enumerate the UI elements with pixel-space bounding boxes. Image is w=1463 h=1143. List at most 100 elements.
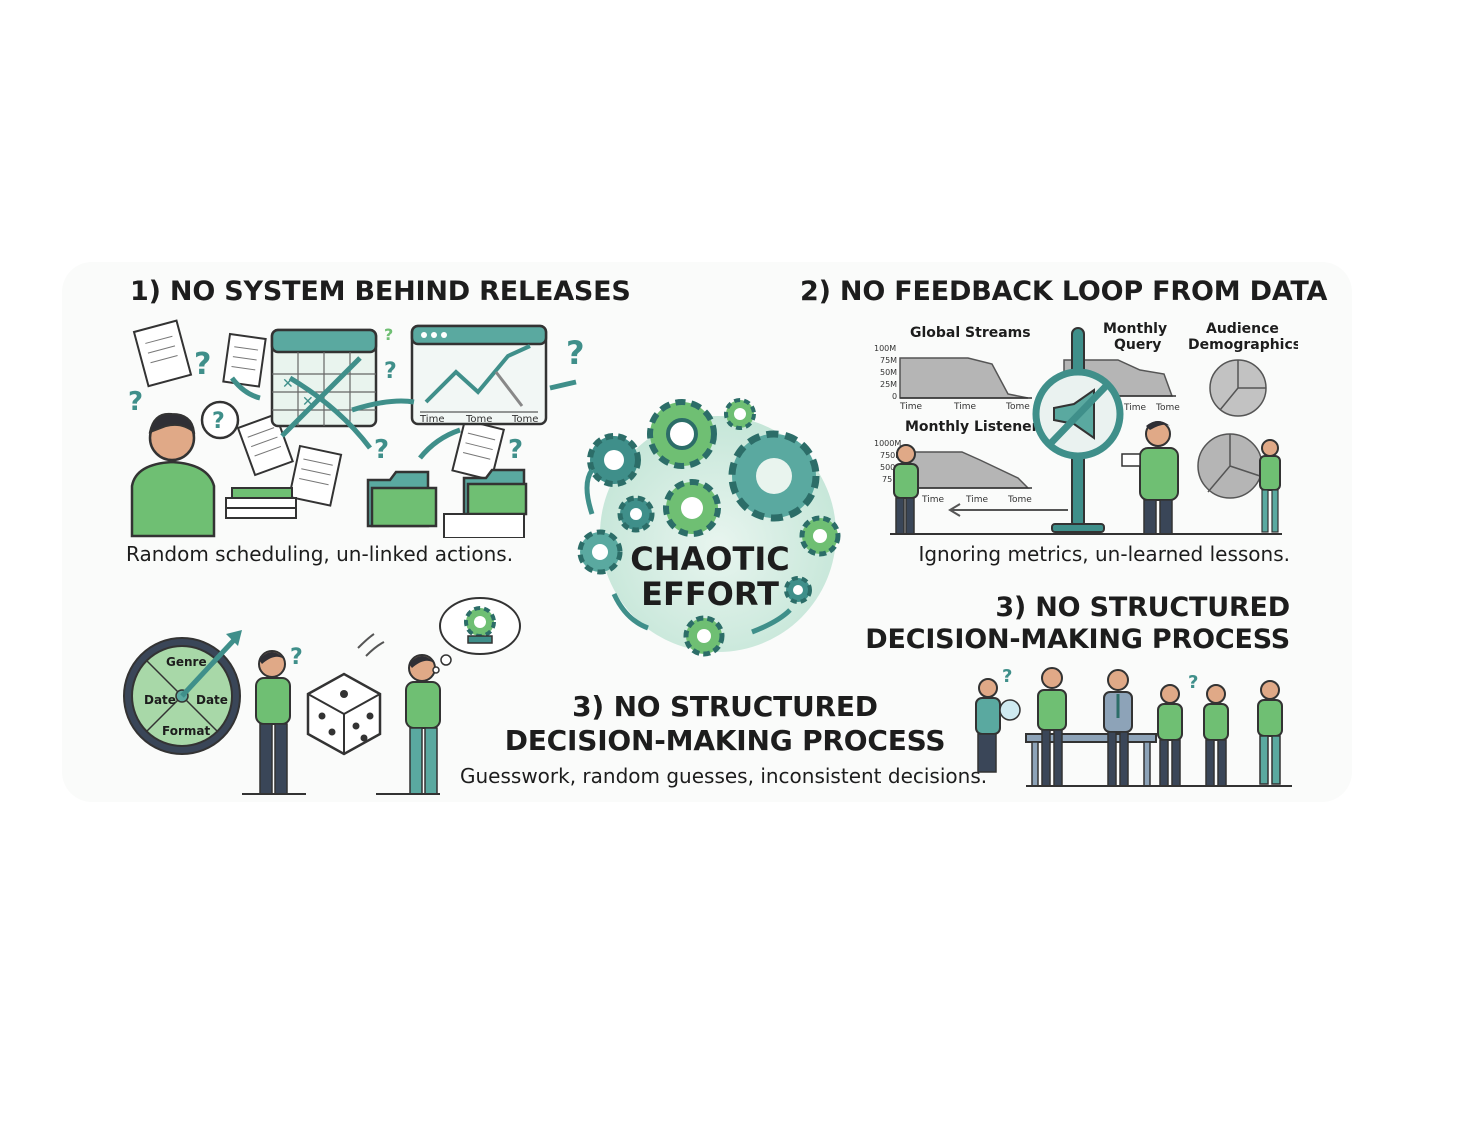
section3-right-heading-line2: DECISION-MAKING PROCESS: [865, 624, 1290, 656]
global-streams-chart: Global Streams 100M 75M 50M 25M 0 Time T…: [874, 325, 1032, 412]
svg-text:?: ?: [384, 325, 393, 344]
browser-chart-icon: Time Tome Tome: [410, 324, 548, 426]
audience-title-line2: Demographics: [1188, 337, 1298, 353]
monthly-query-title-line2: Query: [1114, 337, 1161, 353]
section1-tick: Tome: [465, 414, 492, 425]
chaotic-arrows: [230, 356, 577, 460]
section3-right-heading-line1: 3) NO STRUCTURED: [995, 592, 1290, 623]
paper-icon: [236, 413, 294, 477]
thought-bubble: [432, 597, 521, 674]
svg-text:?: ?: [566, 334, 585, 372]
calendar-icon: ✕ ✕: [270, 328, 378, 428]
question-marks: ? ? ? ? ? ? ?: [128, 325, 585, 465]
monthly-listeners-chart: Monthly Listeners 1000M 750M 500 75 Time…: [874, 419, 1047, 505]
svg-text:?: ?: [1002, 666, 1012, 687]
x-tick: Time: [921, 495, 944, 505]
y-tick: 50M: [880, 368, 897, 377]
section3-caption: Guesswork, random guesses, inconsistent …: [460, 764, 988, 788]
folder-icon: [366, 470, 438, 528]
y-tick: 750M: [880, 451, 902, 460]
section3-bottom-heading-line1: 3) NO STRUCTURED: [572, 690, 878, 723]
section3-right-illustration: ? ?: [975, 666, 1292, 787]
gear-icon: [728, 430, 820, 522]
gear-icon: [724, 398, 756, 430]
crystal-ball-icon: [464, 606, 496, 644]
person-figure: ?: [1188, 672, 1229, 787]
svg-text:?: ?: [1188, 672, 1198, 693]
gear-icon: [663, 479, 721, 537]
dart-arrow: [180, 630, 242, 698]
svg-text:?: ?: [384, 359, 397, 384]
section3-left-illustration: Genre Date Date Format ?: [123, 597, 521, 795]
meeting-table: [1025, 733, 1157, 743]
svg-text:?: ?: [508, 435, 523, 465]
x-tick: Time: [953, 402, 976, 412]
gear-icon: [647, 399, 717, 469]
svg-text:?: ?: [290, 645, 303, 670]
section1-tick: Time: [419, 414, 444, 425]
gear-icon: [683, 615, 725, 657]
chaotic-effort-illustration: [577, 398, 841, 657]
audience-demographics: Audience Demographics: [1188, 321, 1298, 499]
section1-heading: 1) NO SYSTEM BEHIND RELEASES: [130, 276, 631, 307]
center-title-line1: CHAOTIC: [630, 540, 790, 578]
svg-text:?: ?: [194, 347, 211, 382]
y-tick: 500: [880, 463, 895, 472]
person-figure: [1037, 667, 1067, 787]
person-figure: [893, 444, 919, 535]
svg-text:?: ?: [128, 387, 143, 417]
center-title-line2: EFFORT: [641, 574, 779, 613]
y-tick: 0: [892, 392, 897, 401]
paper-stack-icon: [225, 487, 297, 519]
y-tick: 100M: [874, 344, 896, 353]
gear-icon: [799, 515, 841, 557]
swirl-arrows: [584, 468, 792, 635]
x-tick: Tome: [1007, 495, 1032, 505]
center-title: CHAOTIC EFFORT: [590, 542, 830, 611]
section3-bottom-heading: 3) NO STRUCTURED DECISION-MAKING PROCESS: [390, 690, 1060, 757]
x-tick: Time: [1123, 403, 1146, 413]
person-figure: ?: [975, 666, 1021, 773]
confused-person: ?: [130, 400, 240, 538]
paper-icon: [222, 332, 267, 388]
wheel-label: Date: [144, 693, 176, 707]
person-figure: [1121, 421, 1179, 535]
gear-icon: [617, 495, 655, 533]
wheel-label: Date: [196, 693, 228, 707]
no-megaphone-sign: [1032, 327, 1124, 533]
feedback-arrow: [948, 503, 1068, 517]
x-tick: Tome: [1005, 402, 1030, 412]
y-tick: 75: [882, 475, 892, 484]
thinking-person: [405, 654, 441, 795]
thinking-person: ?: [255, 645, 303, 795]
y-tick: 25M: [880, 380, 897, 389]
svg-text:?: ?: [212, 409, 225, 434]
section3-right-heading: 3) NO STRUCTURED DECISION-MAKING PROCESS: [865, 592, 1290, 657]
gear-icon: [587, 433, 641, 487]
gear-icon: [577, 529, 623, 575]
monthly-listeners-title: Monthly Listeners: [905, 419, 1047, 435]
section1-illustration: ✕ ✕ Time Tome Tome ? ? ? ? ? ? ?: [128, 319, 585, 538]
pie-chart-icon: [1209, 359, 1267, 417]
section2-heading: 2) NO FEEDBACK LOOP FROM DATA: [800, 276, 1328, 307]
monthly-query-title-line1: Monthly: [1103, 321, 1167, 337]
section3-bottom-heading-line2: DECISION-MAKING PROCESS: [504, 723, 946, 757]
x-tick: Time: [965, 495, 988, 505]
section2-illustration: Global Streams 100M 75M 50M 25M 0 Time T…: [874, 321, 1298, 535]
person-figure: [1103, 669, 1133, 787]
gear-icon: [784, 576, 812, 604]
folder-icon: [443, 468, 528, 538]
section1-caption: Random scheduling, un-linked actions.: [126, 542, 514, 566]
motion-lines: [357, 633, 385, 657]
x-tick: Time: [899, 402, 922, 412]
person-figure: [1257, 680, 1283, 785]
wheel-label: Format: [162, 724, 210, 738]
svg-text:?: ?: [374, 435, 389, 465]
paper-icon: [132, 319, 193, 388]
y-tick: 1000M: [874, 439, 901, 448]
section1-tick: Tome: [511, 414, 538, 425]
dice-icon: [306, 672, 382, 756]
wheel-label: Genre: [166, 655, 207, 669]
person-figure: [1157, 684, 1183, 787]
x-tick: Tome: [1155, 403, 1180, 413]
